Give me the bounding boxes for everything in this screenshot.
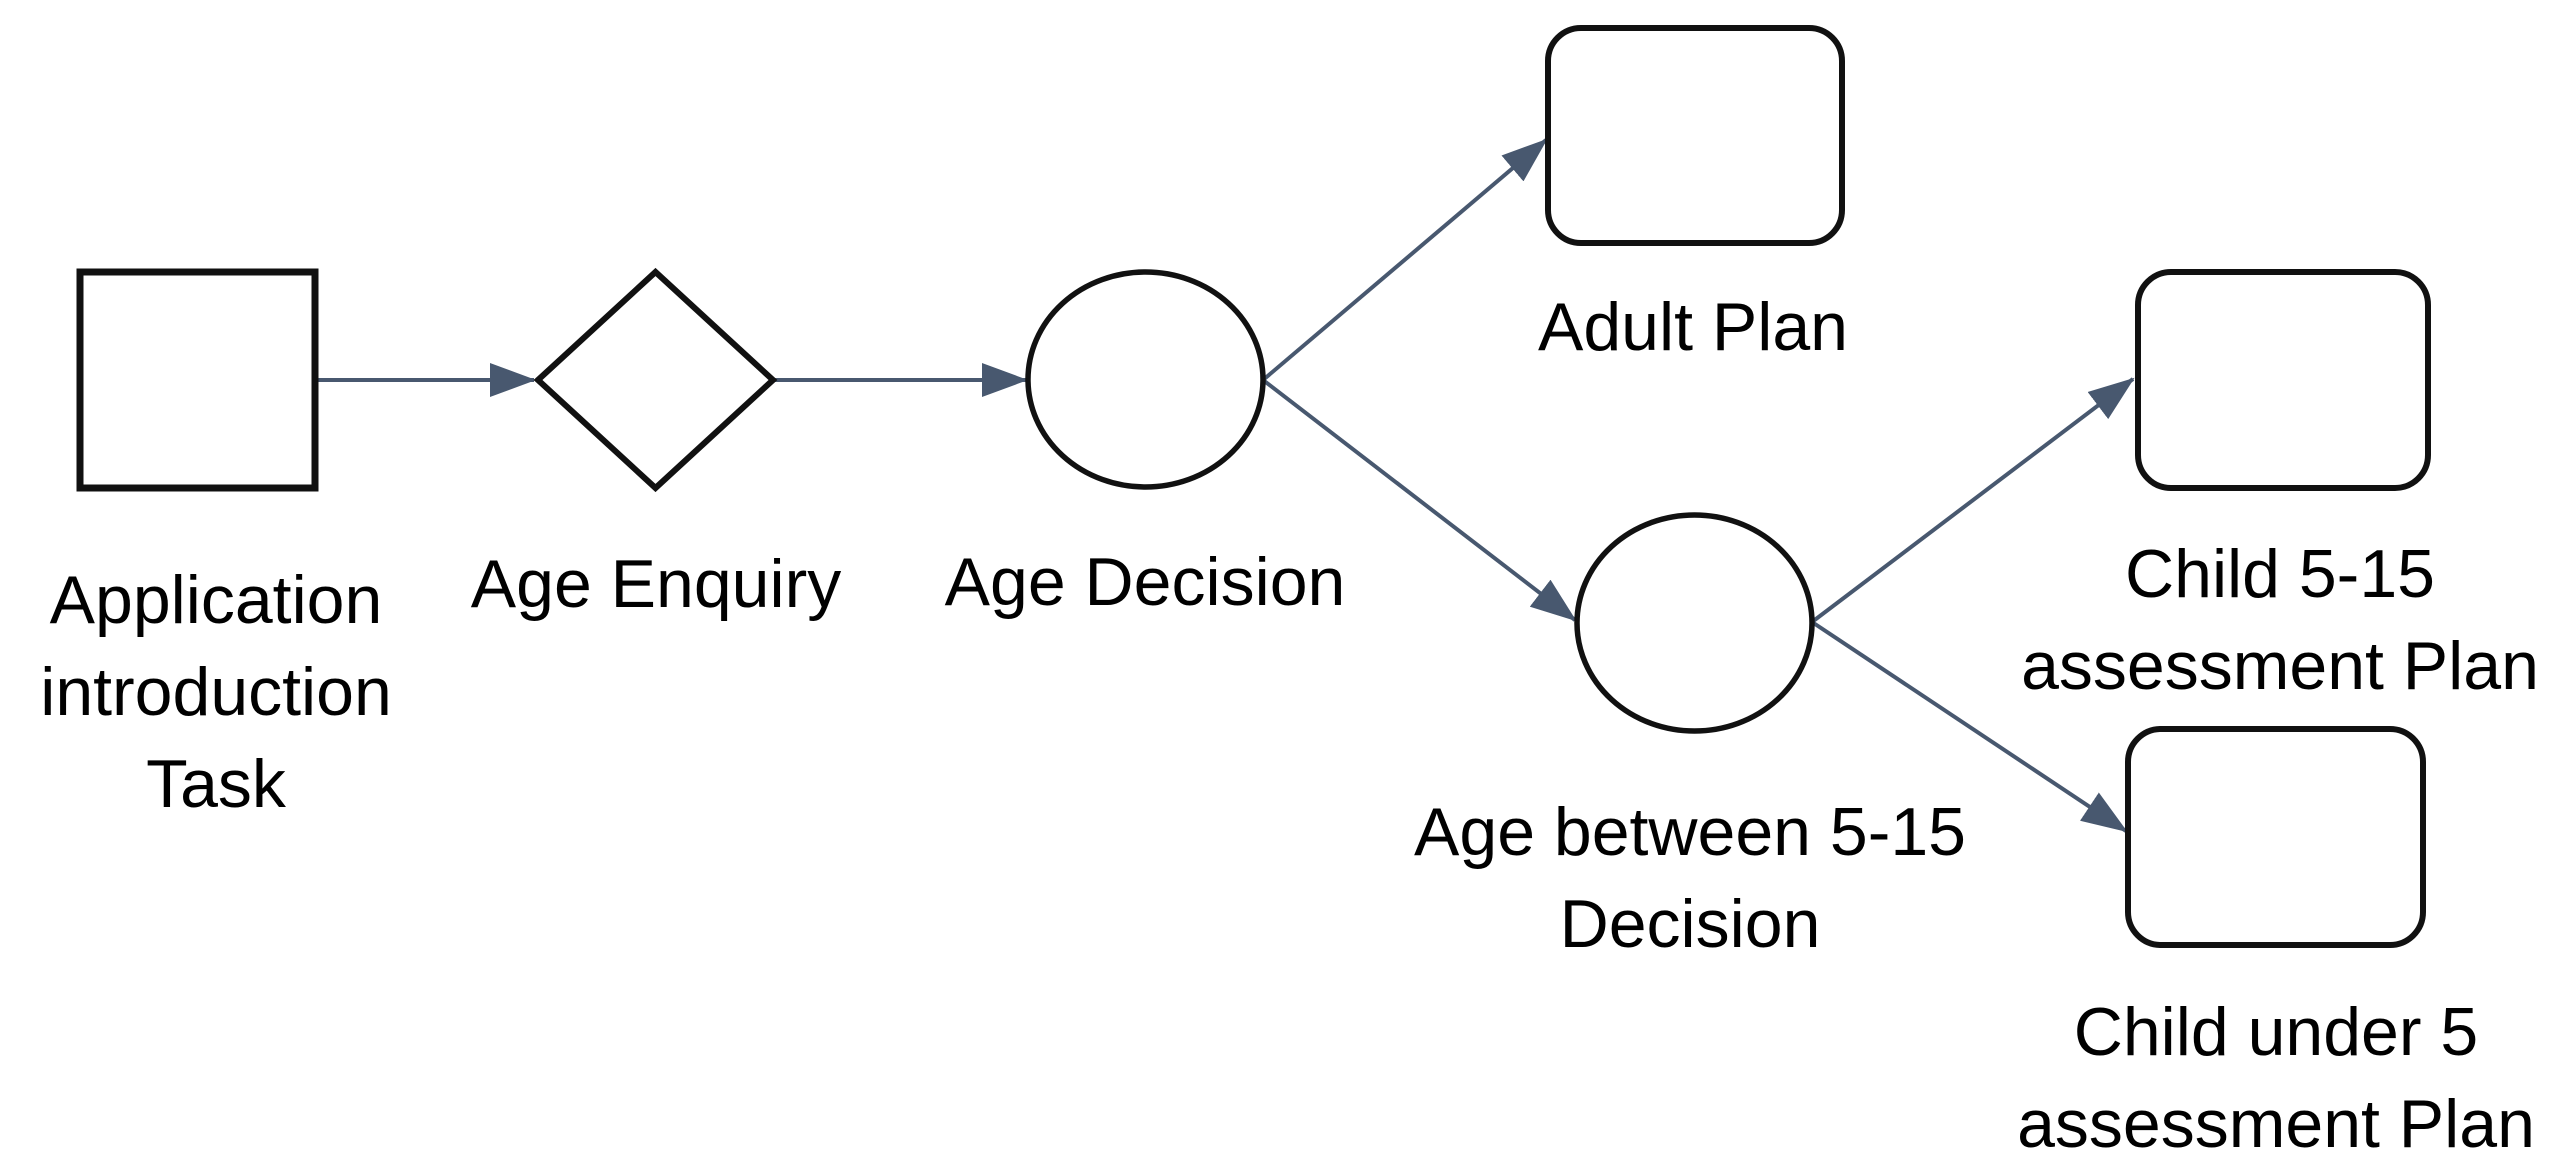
label-line: introduction	[40, 654, 392, 730]
edge-arrow-age-between-5-15-decision-to-child-under-5-plan	[1810, 620, 2128, 833]
label-age-between-5-15-decision: Age between 5-15 Decision	[1414, 786, 1966, 970]
label-line: Age between 5-15	[1414, 794, 1966, 870]
label-line: Age Enquiry	[470, 546, 842, 622]
label-line: Child under 5	[2073, 994, 2479, 1070]
label-line: Child 5-15	[2125, 536, 2435, 612]
age-enquiry-shape	[533, 267, 778, 493]
child-5-15-plan-shape	[2135, 269, 2431, 491]
label-application-task: Application introduction Task	[40, 554, 392, 830]
label-child-5-15-plan: Child 5-15 assessment Plan	[2021, 528, 2539, 712]
label-line: Application	[49, 562, 383, 638]
label-line: Adult Plan	[1538, 289, 1848, 365]
label-adult-plan: Adult Plan	[1538, 281, 1848, 373]
application-task-shape	[76, 268, 319, 492]
adult-plan-shape	[1545, 25, 1845, 246]
child-under-5-plan-shape	[2125, 726, 2426, 948]
edge-arrow-age-decision-to-adult-plan	[1261, 138, 1548, 382]
edge-arrow-age-between-5-15-decision-to-child-5-15-plan	[1810, 377, 2135, 624]
label-line: assessment Plan	[2017, 1086, 2535, 1162]
label-child-under-5-plan: Child under 5 assessment Plan	[2017, 986, 2535, 1170]
label-age-enquiry: Age Enquiry	[471, 538, 841, 630]
age-decision-shape	[1025, 269, 1266, 490]
label-age-decision: Age Decision	[945, 536, 1346, 628]
age-between-5-15-decision-shape	[1574, 512, 1815, 734]
label-line: assessment Plan	[2021, 628, 2539, 704]
label-line: Age Decision	[944, 544, 1346, 620]
edge-arrow-age-decision-to-age-between-5-15-decision	[1261, 378, 1577, 622]
label-line: Decision	[1559, 886, 1821, 962]
label-line: Task	[146, 746, 286, 822]
